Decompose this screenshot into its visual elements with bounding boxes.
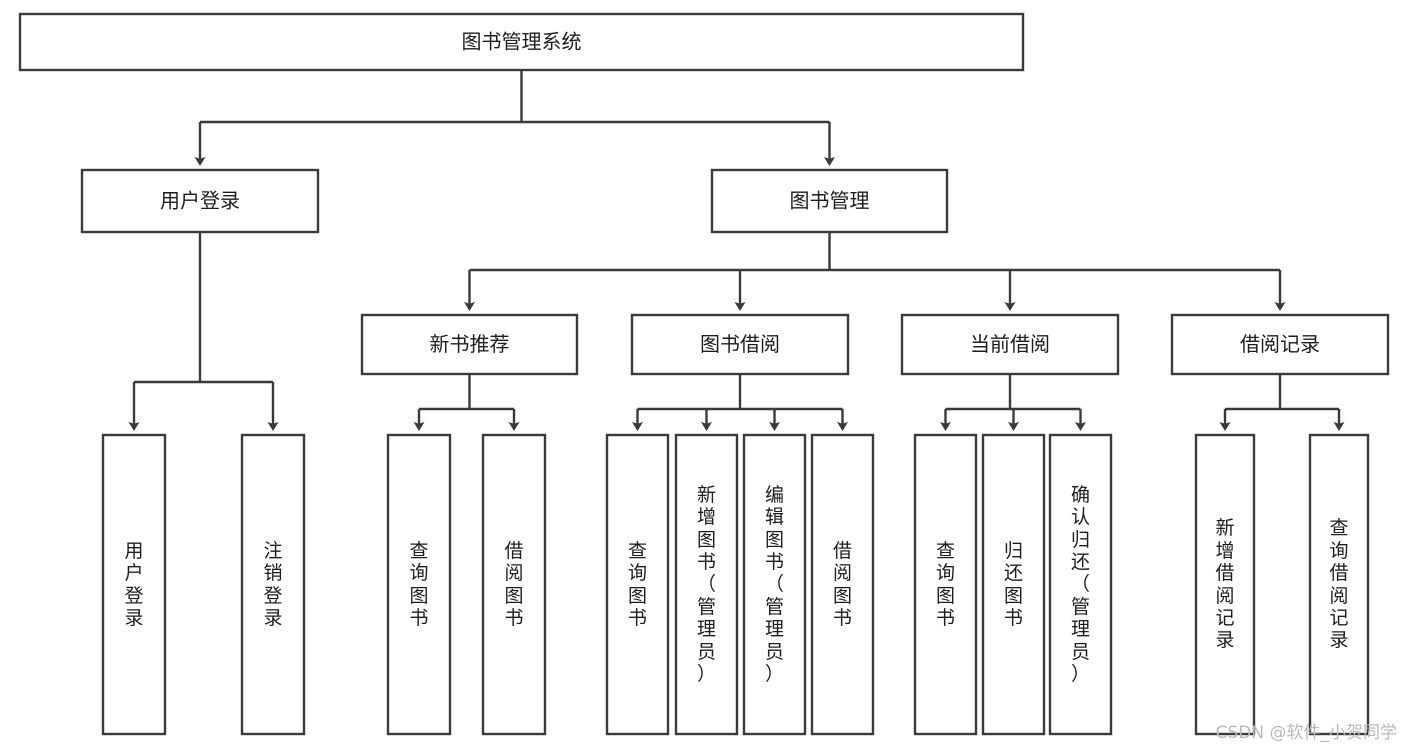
node-borrow-record[interactable] (1170, 313, 1390, 376)
node-current-borrow[interactable] (900, 313, 1120, 376)
node-book-manage[interactable] (710, 168, 949, 234)
node-leaf-query-book-rec[interactable] (386, 433, 452, 736)
node-user-login-label: 用户登录 (160, 189, 240, 213)
node-leaf-borrow-book-rec[interactable] (481, 433, 547, 736)
node-book-borrow-label: 图书借阅 (700, 332, 780, 356)
node-leaf-return-book[interactable] (981, 433, 1046, 736)
node-current-borrow-label: 当前借阅 (970, 332, 1050, 356)
node-root[interactable] (18, 12, 1025, 72)
node-leaf-logout-login[interactable] (240, 433, 306, 736)
node-leaf-query-book-borrow[interactable] (605, 433, 670, 736)
node-leaf-add-book-admin[interactable] (674, 433, 739, 736)
node-leaf-user-login[interactable] (101, 433, 167, 736)
node-book-borrow[interactable] (630, 313, 850, 376)
node-leaf-query-borrow-record[interactable] (1308, 433, 1370, 736)
node-borrow-record-label: 借阅记录 (1240, 332, 1320, 356)
node-root-label: 图书管理系统 (462, 30, 582, 54)
node-user-login[interactable] (80, 168, 320, 234)
node-book-manage-label: 图书管理 (790, 189, 870, 213)
node-leaf-query-book-current[interactable] (913, 433, 978, 736)
node-new-book-recommend[interactable] (360, 313, 579, 376)
node-leaf-borrow-book-borrow[interactable] (810, 433, 875, 736)
node-leaf-confirm-return-admin[interactable] (1048, 433, 1113, 736)
node-leaf-add-borrow-record[interactable] (1194, 433, 1256, 736)
watermark: CSDN @软件_小贺同学 (1215, 723, 1397, 743)
node-leaf-edit-book-admin[interactable] (742, 433, 807, 736)
connector-layer (128, 70, 1345, 431)
node-new-book-recommend-label: 新书推荐 (430, 332, 510, 356)
